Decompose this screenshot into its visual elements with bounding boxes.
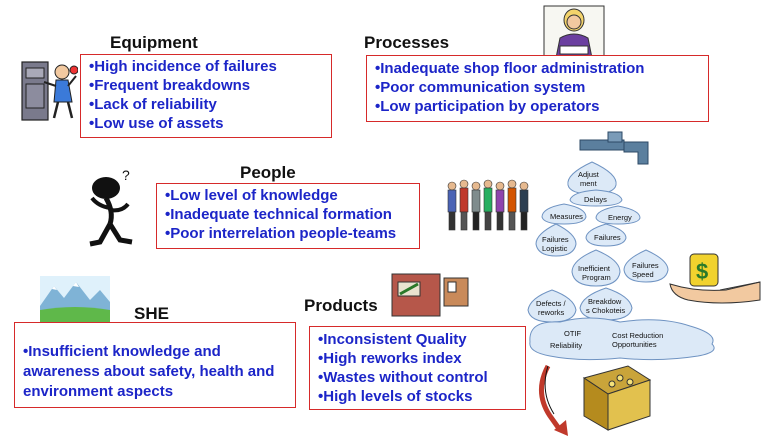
pool-label: OTIF: [564, 329, 581, 338]
people-box: •Low level of knowledge •Inadequate tech…: [156, 183, 420, 249]
processes-item: •Low participation by operators: [375, 98, 600, 115]
drop-label: s Chokoteis: [586, 306, 625, 315]
drop-label: Breakdow: [588, 297, 622, 306]
drop-inefficient-program: [571, 249, 621, 287]
svg-text:$: $: [696, 259, 708, 284]
products-item: •High levels of stocks: [318, 388, 473, 405]
people-item: •Inadequate technical formation: [165, 206, 392, 223]
products-item: •Inconsistent Quality: [318, 331, 467, 348]
thinking-person-icon: ?: [76, 167, 152, 248]
pool-label: Reliability: [550, 341, 582, 350]
equipment-item: •Frequent breakdowns: [89, 77, 251, 94]
people-item: •Low level of knowledge: [165, 187, 338, 204]
people-item: •Poor interrelation people-teams: [165, 225, 397, 242]
she-box: •Insufficient knowledge and awareness ab…: [14, 322, 296, 408]
mountain-landscape-icon: [40, 276, 110, 322]
she-item: •Insufficient knowledge and awareness ab…: [23, 343, 275, 400]
drop-label: Inefficient: [578, 264, 611, 273]
equipment-item: •Low use of assets: [89, 115, 224, 132]
equipment-icon: [18, 56, 79, 126]
pool-label: Cost Reduction: [612, 331, 663, 340]
losses-drip-diagram: Adjust ment Delays Measures Energy Failu…: [527, 131, 761, 436]
drop-label: Failures: [594, 233, 621, 242]
drop-label: reworks: [538, 308, 565, 317]
pool-label: Opportunities: [612, 340, 657, 349]
processes-box: •Inadequate shop floor administration •P…: [366, 55, 709, 122]
processes-item: •Poor communication system: [375, 79, 586, 96]
pool-shape: [529, 317, 715, 361]
office-worker-icon: [540, 4, 608, 60]
drop-failures-speed: [623, 249, 669, 283]
red-arrow-icon: [539, 364, 568, 436]
drop-label: Defects /: [536, 299, 567, 308]
money-hand-icon: $: [669, 253, 761, 304]
processes-title: Processes: [364, 33, 450, 52]
she-title: SHE: [134, 304, 169, 323]
treasure-chest-icon: [582, 365, 652, 431]
drop-label: Program: [582, 273, 611, 282]
drop-label: Delays: [584, 195, 607, 204]
equipment-item: •High incidence of failures: [89, 58, 277, 75]
drop-delays: [569, 189, 623, 207]
group-of-people-icon: [444, 176, 534, 234]
products-box-icon: [390, 268, 470, 318]
products-item: •Wastes without control: [318, 369, 488, 386]
products-item: •High reworks index: [318, 350, 462, 367]
products-box: •Inconsistent Quality •High reworks inde…: [309, 326, 526, 410]
drop-label: Failures: [632, 261, 659, 270]
processes-item: •Inadequate shop floor administration: [375, 60, 645, 77]
people-title: People: [240, 163, 296, 182]
drop-label: Adjust: [578, 170, 600, 179]
drop-label: Failures: [542, 235, 569, 244]
equipment-title: Equipment: [110, 33, 198, 52]
drop-measures: [541, 203, 587, 225]
drop-failures-logistic: [535, 223, 577, 257]
drop-failures: [585, 223, 627, 247]
equipment-box: •High incidence of failures •Frequent br…: [80, 54, 332, 138]
svg-text:?: ?: [122, 168, 130, 183]
drop-energy: [595, 205, 641, 225]
products-title: Products: [304, 296, 378, 315]
drop-label: Energy: [608, 213, 632, 222]
equipment-item: •Lack of reliability: [89, 96, 217, 113]
drop-label: Measures: [550, 212, 583, 221]
drop-label: ment: [580, 179, 598, 188]
drop-label: Logistic: [542, 244, 568, 253]
drop-label: Speed: [632, 270, 654, 279]
faucet-icon: [579, 131, 649, 165]
